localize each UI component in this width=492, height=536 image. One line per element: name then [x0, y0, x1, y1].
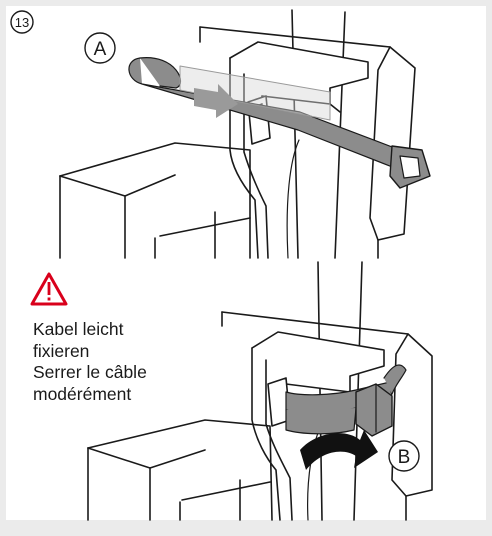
step-number: 13: [15, 15, 29, 30]
warning-line-1: Kabel leicht: [33, 319, 124, 339]
warning-line-4: modérément: [33, 383, 132, 404]
top-illustration: [59, 9, 431, 259]
step-number-badge: 13: [10, 10, 34, 34]
label-a: A: [94, 39, 107, 60]
label-a-marker: A: [84, 32, 116, 64]
label-b-marker: B: [388, 440, 420, 472]
label-b: B: [398, 447, 411, 468]
warning-line-3: Serrer le câble: [33, 362, 147, 382]
warning-line-2: fixieren: [33, 340, 90, 361]
warning-caption: Kabel leicht fixieren Serrer le câble mo…: [33, 319, 147, 405]
bottom-illustration: [87, 261, 433, 521]
warning-triangle-icon: [30, 272, 68, 306]
